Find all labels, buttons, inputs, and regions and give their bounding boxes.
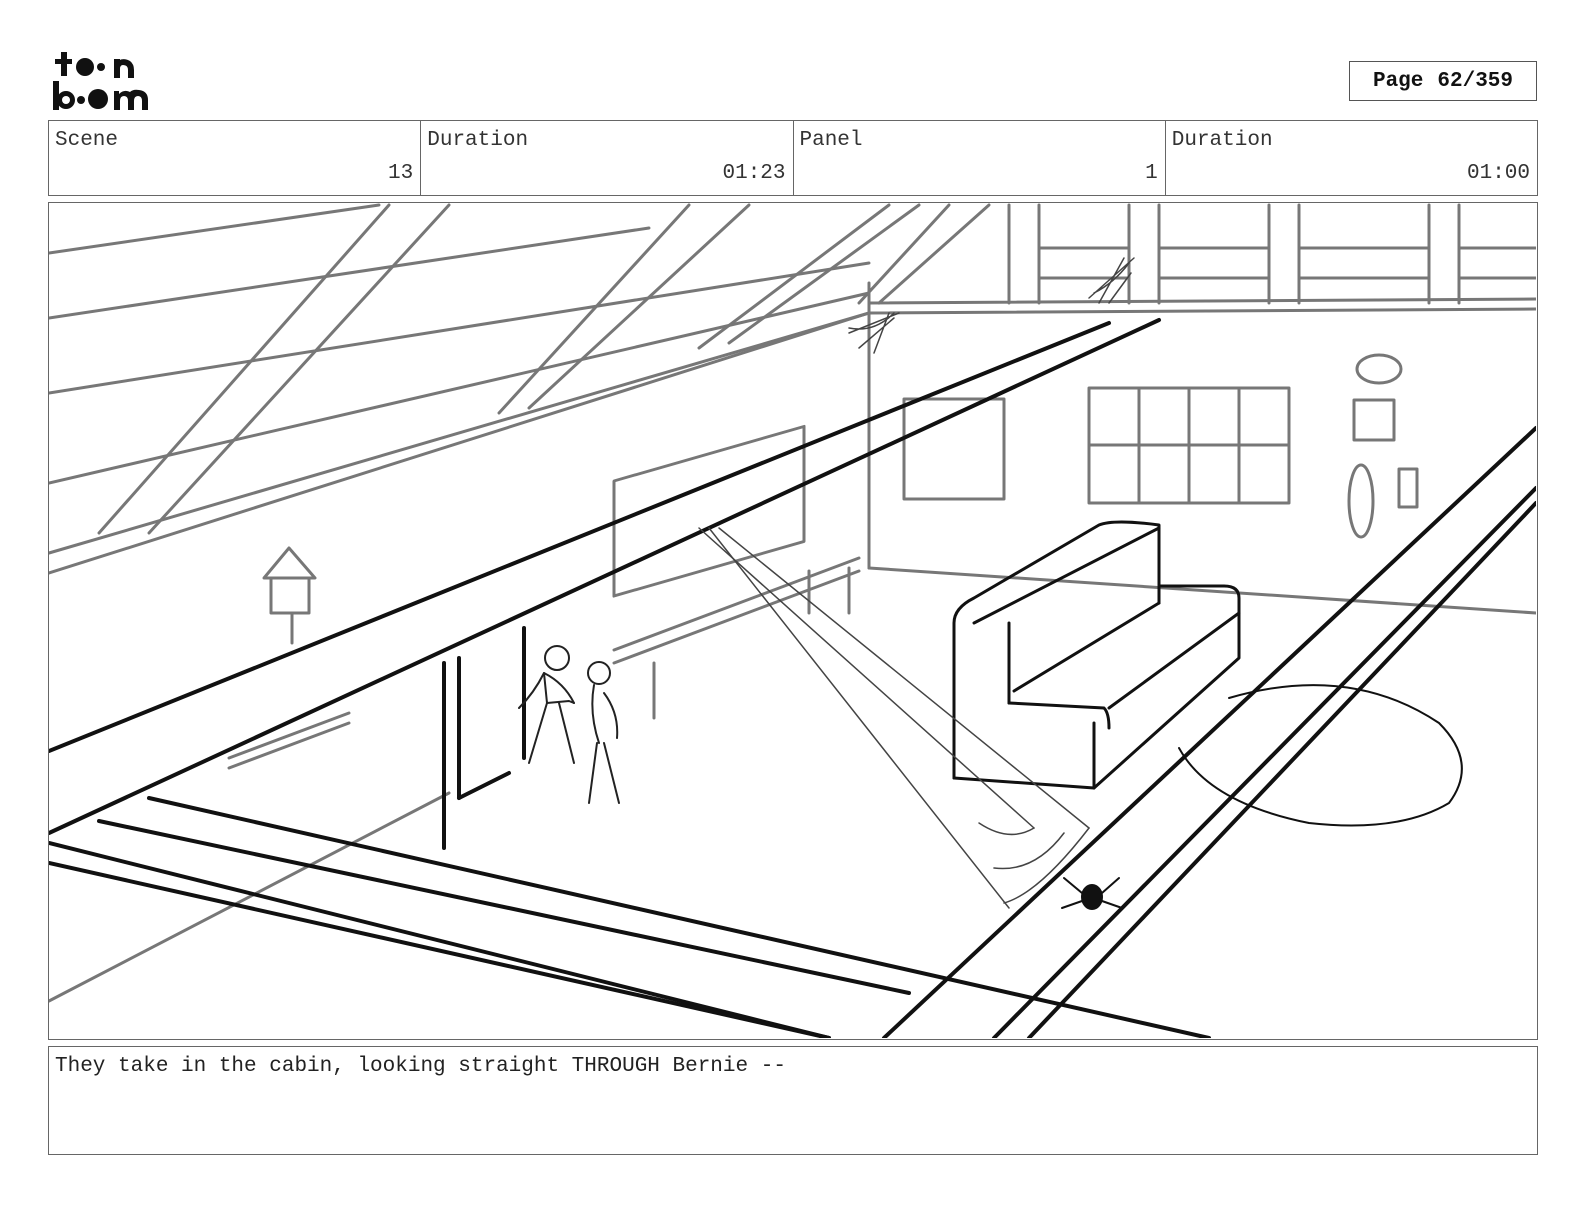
panel-info-row: Scene 13 Duration 01:23 Panel 1 Duration… bbox=[48, 120, 1538, 196]
page-label: Page bbox=[1372, 69, 1424, 93]
scene-label: Scene bbox=[55, 129, 119, 152]
storyboard-sketch-image bbox=[49, 203, 1536, 1038]
panel-cell: Panel 1 bbox=[794, 121, 1166, 195]
toon-boom-logo bbox=[52, 50, 164, 112]
scene-cell: Scene 13 bbox=[49, 121, 422, 195]
page-indicator: Page 62/359 bbox=[1349, 61, 1537, 101]
toon-boom-logo-icon bbox=[53, 52, 148, 110]
panel-label: Panel bbox=[799, 129, 863, 152]
panel-duration-label: Duration bbox=[1171, 129, 1273, 152]
panel-duration-value: 01:00 bbox=[1466, 162, 1530, 185]
panel-value: 1 bbox=[1145, 162, 1158, 185]
page-number: 62/359 bbox=[1437, 69, 1514, 93]
action-notes-box: They take in the cabin, looking straight… bbox=[48, 1046, 1538, 1155]
panel-duration-cell: Duration 01:00 bbox=[1166, 121, 1537, 195]
scene-duration-label: Duration bbox=[427, 129, 529, 152]
scene-duration-value: 01:23 bbox=[722, 162, 786, 185]
action-notes-text: They take in the cabin, looking straight… bbox=[55, 1055, 786, 1078]
scene-duration-cell: Duration 01:23 bbox=[421, 121, 794, 195]
scene-value: 13 bbox=[388, 162, 414, 185]
storyboard-panel bbox=[48, 202, 1538, 1040]
